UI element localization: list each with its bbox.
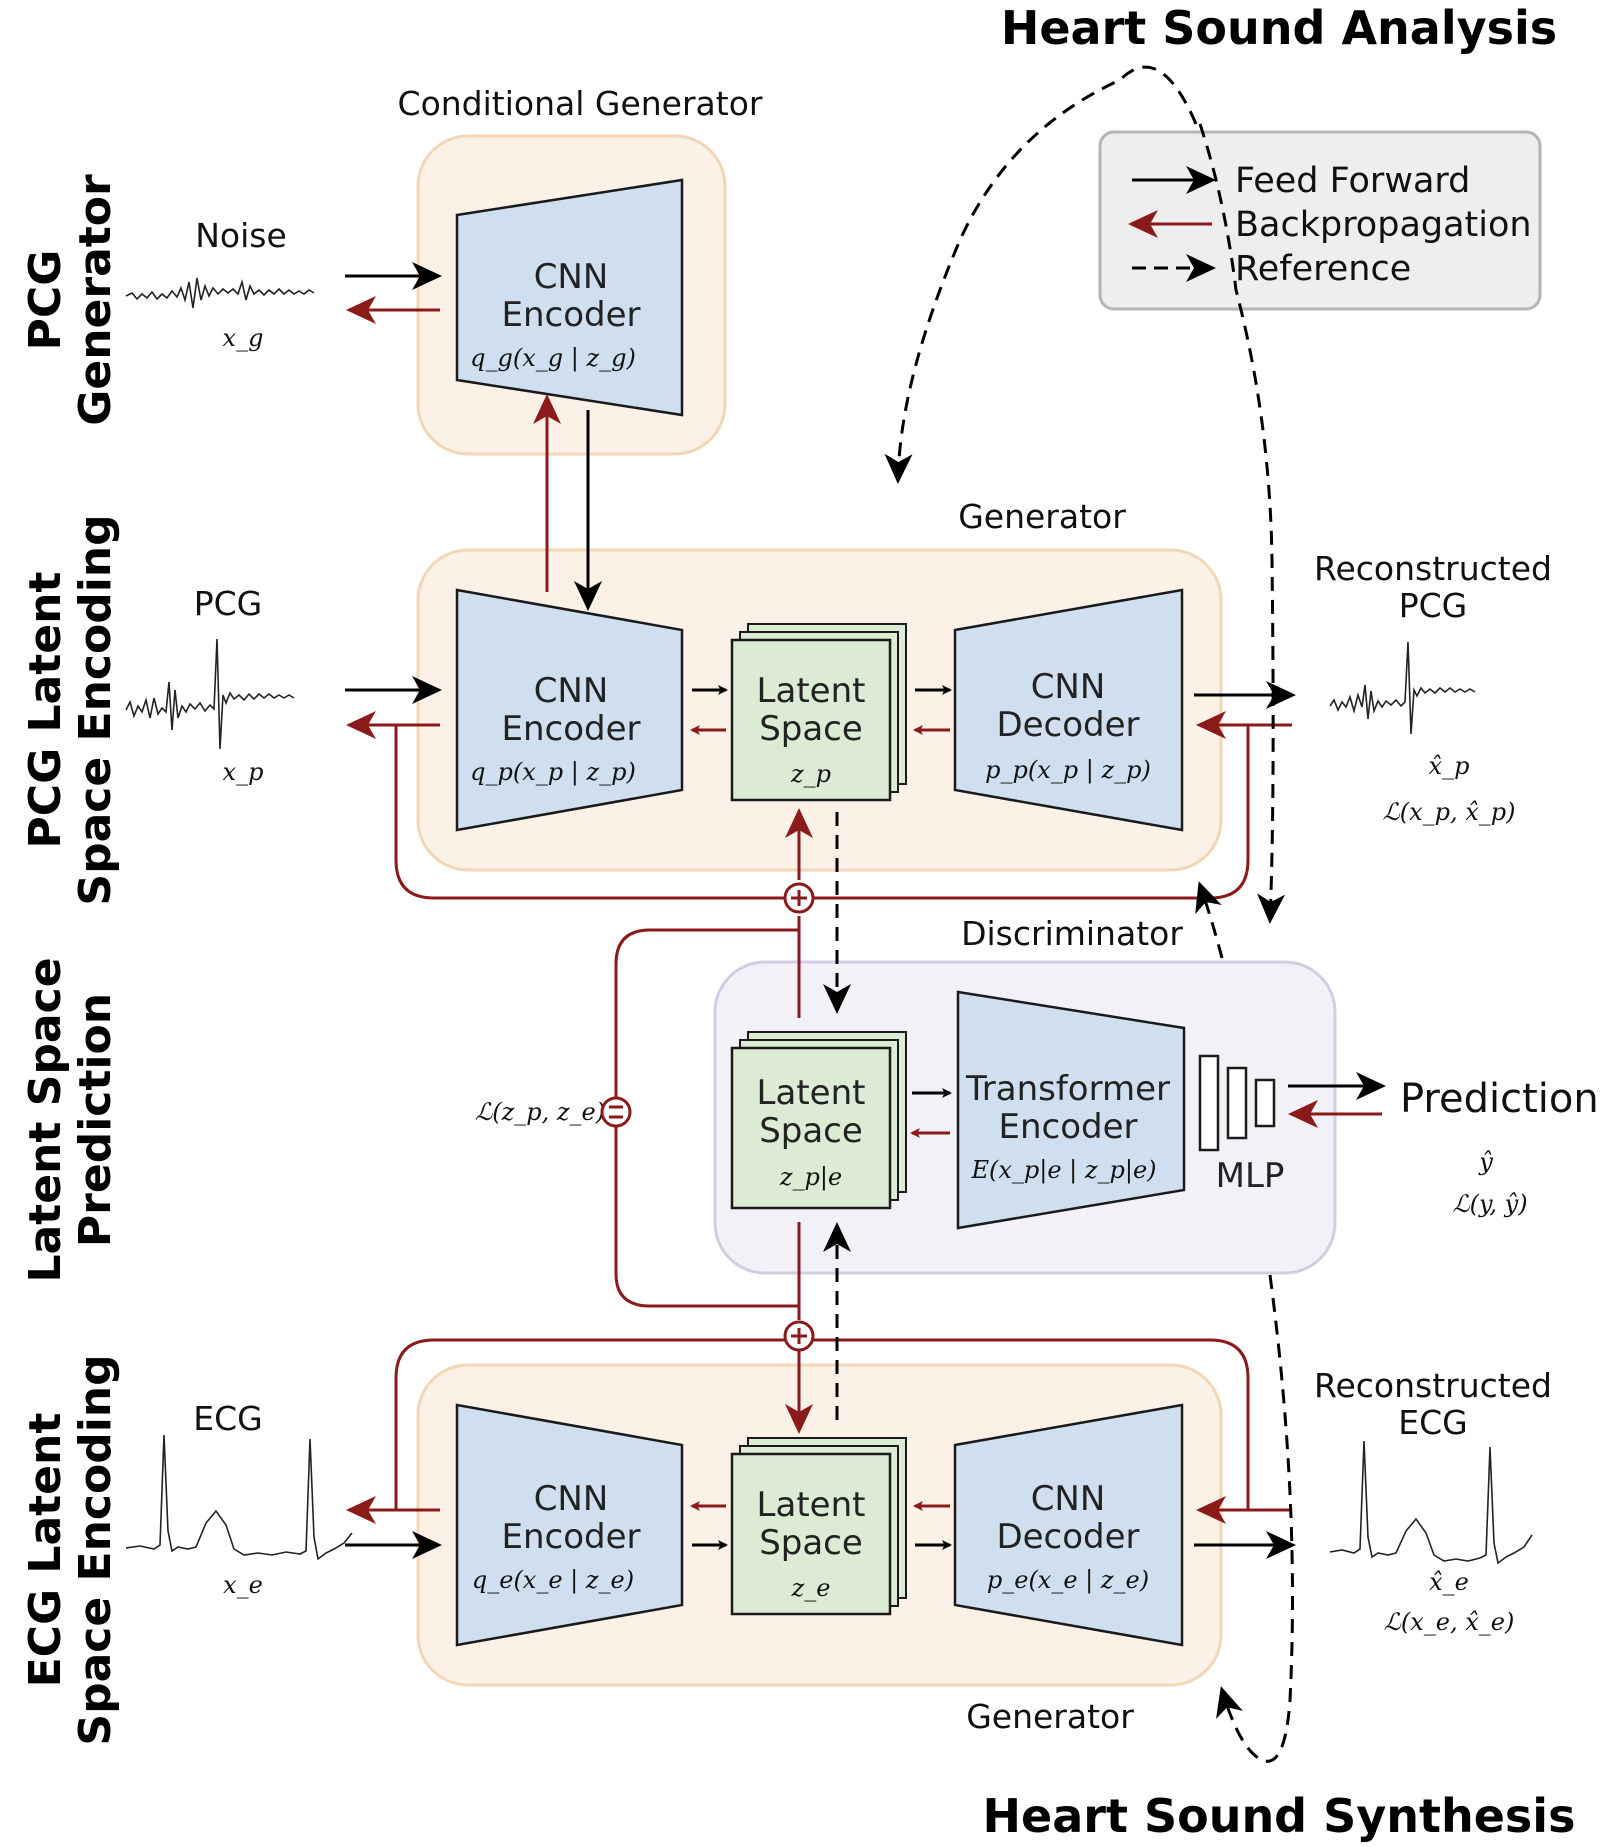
decoder-line1: CNN (1031, 1479, 1106, 1519)
latent-line2: Space (759, 1523, 863, 1563)
ecg-cnn-decoder: CNN Decoder p_e(x_e | z_e) (953, 1403, 1184, 1647)
encoder-line1: CNN (534, 1479, 609, 1519)
bp-pcg-loss-loop (394, 725, 1250, 900)
noise-waveform (125, 277, 315, 309)
backprop-arrows (346, 296, 1382, 1524)
side-label-pcg-generator: PCG Generator (20, 174, 121, 426)
latent-line2: Space (759, 1111, 863, 1151)
side-label-pcg-latent: PCG Latent Space Encoding (20, 514, 121, 905)
plus-circle-icon (783, 1320, 815, 1352)
discriminator-title: Discriminator (961, 914, 1183, 953)
discriminator-latent-space: Latent Space z_p|e (730, 1031, 907, 1210)
transformer-line2: Encoder (998, 1107, 1137, 1147)
plus-circle-icon (783, 882, 815, 914)
ecg-output-var: x̂_e (1429, 1568, 1469, 1596)
pcg-cnn-decoder: CNN Decoder p_p(x_p | z_p) (953, 588, 1184, 832)
reconstructed-pcg-label-2: PCG (1399, 586, 1468, 625)
decoder-line1: CNN (1031, 667, 1106, 707)
prediction-loss: ℒ(y, ŷ) (1452, 1190, 1527, 1218)
encoder-formula: q_p(x_p | z_p) (470, 758, 636, 787)
pcg-input-var: x_p (223, 758, 264, 786)
encoder-formula: q_g(x_g | z_g) (470, 344, 636, 373)
mlp-layer (1198, 1054, 1220, 1152)
decoder-formula: p_p(x_p | z_p) (985, 756, 1151, 785)
side-label-line: ECG Latent (20, 1413, 71, 1688)
ref-synthesis-loop (1216, 1274, 1294, 1763)
legend: Feed Forward Backpropagation Reference (1098, 130, 1542, 311)
side-label-line: PCG (20, 250, 71, 351)
pcg-input-waveform (125, 638, 295, 750)
ecg-latent-space: Latent Space z_e (730, 1437, 907, 1616)
encoder-line2: Encoder (501, 1517, 640, 1557)
pcg-generator-title: Generator (958, 497, 1126, 536)
transformer-formula: E(x_p|e | z_p|e) (970, 1156, 1156, 1185)
noise-var: x_g (223, 324, 264, 352)
latent-line1: Latent (757, 1485, 866, 1525)
mlp-block: MLP (1198, 1054, 1285, 1196)
ref-analysis-to-discriminator (1198, 123, 1286, 924)
decoder-formula: p_e(x_e | z_e) (987, 1566, 1149, 1595)
ref-synthesis-to-generator (1195, 881, 1224, 959)
latent-loss-label: ℒ(z_p, z_e) (475, 1098, 605, 1126)
side-label-line: Prediction (70, 993, 121, 1247)
decoder-line2: Decoder (996, 1517, 1139, 1557)
encoder-formula: q_e(x_e | z_e) (472, 1566, 634, 1595)
legend-feed-forward-label: Feed Forward (1235, 161, 1470, 201)
ecg-reconstruction-loss: ℒ(x_e, x̂_e) (1384, 1608, 1515, 1636)
ecg-cnn-encoder: CNN Encoder q_e(x_e | z_e) (455, 1403, 684, 1647)
latent-var: z_p (790, 760, 831, 788)
latent-line1: Latent (757, 1073, 866, 1113)
reconstructed-ecg-label-1: Reconstructed (1314, 1366, 1552, 1405)
feed-forward-arrows (345, 262, 1386, 1559)
ecg-output-waveform (1329, 1440, 1533, 1565)
reconstructed-pcg-label-1: Reconstructed (1314, 549, 1552, 588)
pcg-reconstruction-loss: ℒ(x_p, x̂_p) (1382, 798, 1515, 826)
side-label-line: PCG Latent (20, 572, 71, 849)
encoder-line2: Encoder (501, 709, 640, 749)
side-label-line: Generator (70, 174, 121, 426)
prediction-label: Prediction (1400, 1076, 1599, 1122)
ecg-generator-title: Generator (966, 1697, 1134, 1736)
pcg-output-var: x̂_p (1429, 752, 1470, 780)
decoder-line2: Decoder (996, 705, 1139, 745)
ecg-input-waveform (125, 1434, 353, 1561)
prediction-var: ŷ (1478, 1148, 1493, 1176)
legend-backprop-label: Backpropagation (1235, 205, 1532, 245)
side-label-latent-prediction: Latent Space Prediction (20, 957, 121, 1282)
encoder-line1: CNN (534, 671, 609, 711)
pcg-cnn-encoder: CNN Encoder q_p(x_p | z_p) (455, 588, 684, 832)
latent-line1: Latent (757, 671, 866, 711)
reconstructed-ecg-label-2: ECG (1398, 1403, 1467, 1442)
transformer-line1: Transformer (965, 1069, 1170, 1109)
encoder-line2: Encoder (501, 295, 640, 335)
title-heart-sound-synthesis: Heart Sound Synthesis (983, 1789, 1576, 1843)
mlp-layer (1254, 1078, 1276, 1128)
latent-var: z_p|e (779, 1163, 842, 1192)
mlp-label: MLP (1216, 1156, 1285, 1196)
title-heart-sound-analysis: Heart Sound Analysis (1001, 1, 1557, 55)
ecg-input-var: x_e (223, 1571, 263, 1599)
noise-label: Noise (195, 216, 287, 255)
latent-line2: Space (759, 709, 863, 749)
side-label-line: Latent Space (20, 957, 71, 1282)
transformer-encoder: Transformer Encoder E(x_p|e | z_p|e) (956, 990, 1186, 1230)
mlp-layer (1226, 1066, 1248, 1140)
conditional-generator-title: Conditional Generator (398, 84, 763, 123)
pcg-latent-space: Latent Space z_p (730, 623, 907, 802)
bp-ecg-loss-loop (394, 1338, 1250, 1510)
equals-circle-icon (600, 1096, 632, 1128)
conditional-cnn-encoder: CNN Encoder q_g(x_g | z_g) (455, 178, 684, 417)
ecg-input-label: ECG (193, 1399, 262, 1438)
side-label-ecg-latent: ECG Latent Space Encoding (20, 1354, 121, 1745)
legend-reference-label: Reference (1235, 249, 1411, 289)
latent-var: z_e (791, 1574, 831, 1602)
ref-analysis-to-generator (884, 65, 1198, 484)
side-label-line: Space Encoding (70, 514, 121, 905)
encoder-line1: CNN (534, 257, 609, 297)
pcg-output-waveform (1329, 641, 1476, 735)
pcg-input-label: PCG (194, 584, 263, 623)
reference-arrows (823, 65, 1294, 1763)
side-label-line: Space Encoding (70, 1354, 121, 1745)
